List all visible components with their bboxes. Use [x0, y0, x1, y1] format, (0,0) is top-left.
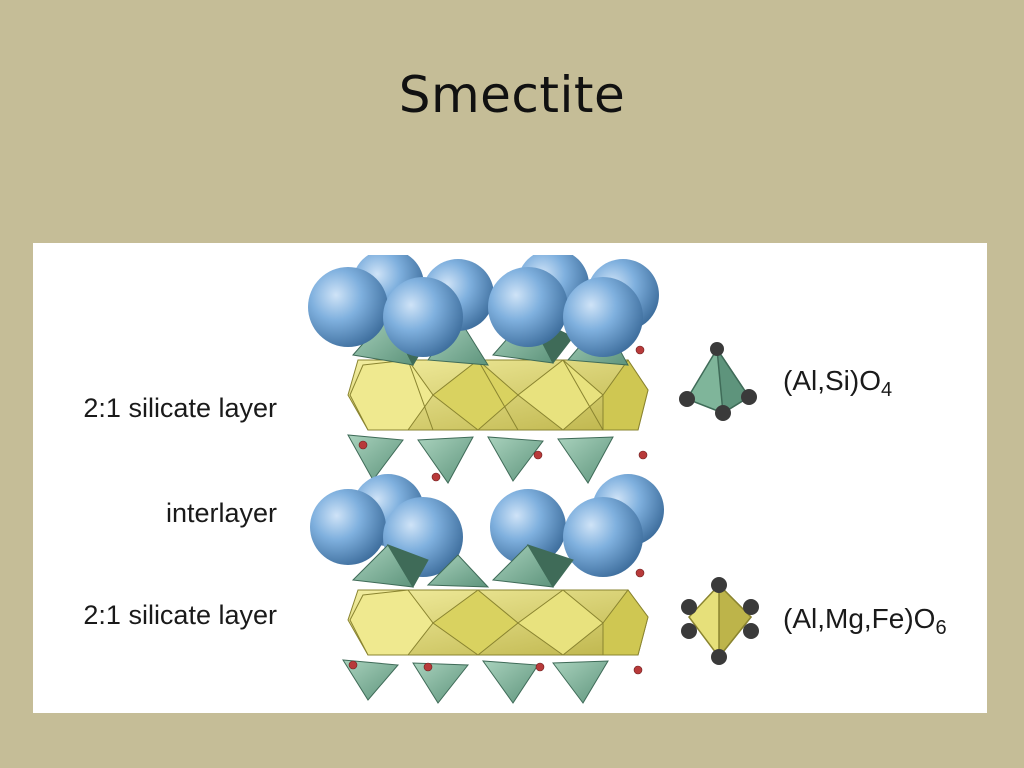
tetrahedron-formula-subscript: 4	[881, 379, 893, 401]
tetrahedron-icon	[679, 342, 757, 421]
hydroxyl-markers	[348, 345, 648, 675]
octahedron-icon	[681, 577, 759, 665]
slide-title: Smectite	[398, 66, 626, 124]
tetrahedron-formula-main: (Al,Si)O	[783, 365, 881, 396]
bottom-lower-tetrahedral-sheet	[342, 659, 609, 704]
label-bottom-silicate-layer: 2:1 silicate layer	[83, 600, 277, 630]
top-cation-row	[308, 255, 659, 357]
octahedron-formula: (Al,Mg,Fe)O6	[783, 603, 947, 640]
label-interlayer: interlayer	[165, 498, 277, 528]
interlayer-cation-row	[310, 474, 664, 577]
bottom-octahedral-sheet	[347, 589, 649, 656]
structure-figure: 2:1 silicate layer interlayer 2:1 silica…	[33, 243, 987, 713]
octahedron-formula-subscript: 6	[935, 617, 947, 639]
bottom-upper-tetrahedral-sheet	[351, 544, 574, 589]
octahedron-formula-main: (Al,Mg,Fe)O	[783, 603, 936, 634]
smectite-structure-illustration	[308, 255, 664, 704]
top-octahedral-sheet	[347, 359, 649, 431]
tetrahedron-formula: (Al,Si)O4	[783, 365, 892, 402]
label-top-silicate-layer: 2:1 silicate layer	[83, 393, 277, 423]
